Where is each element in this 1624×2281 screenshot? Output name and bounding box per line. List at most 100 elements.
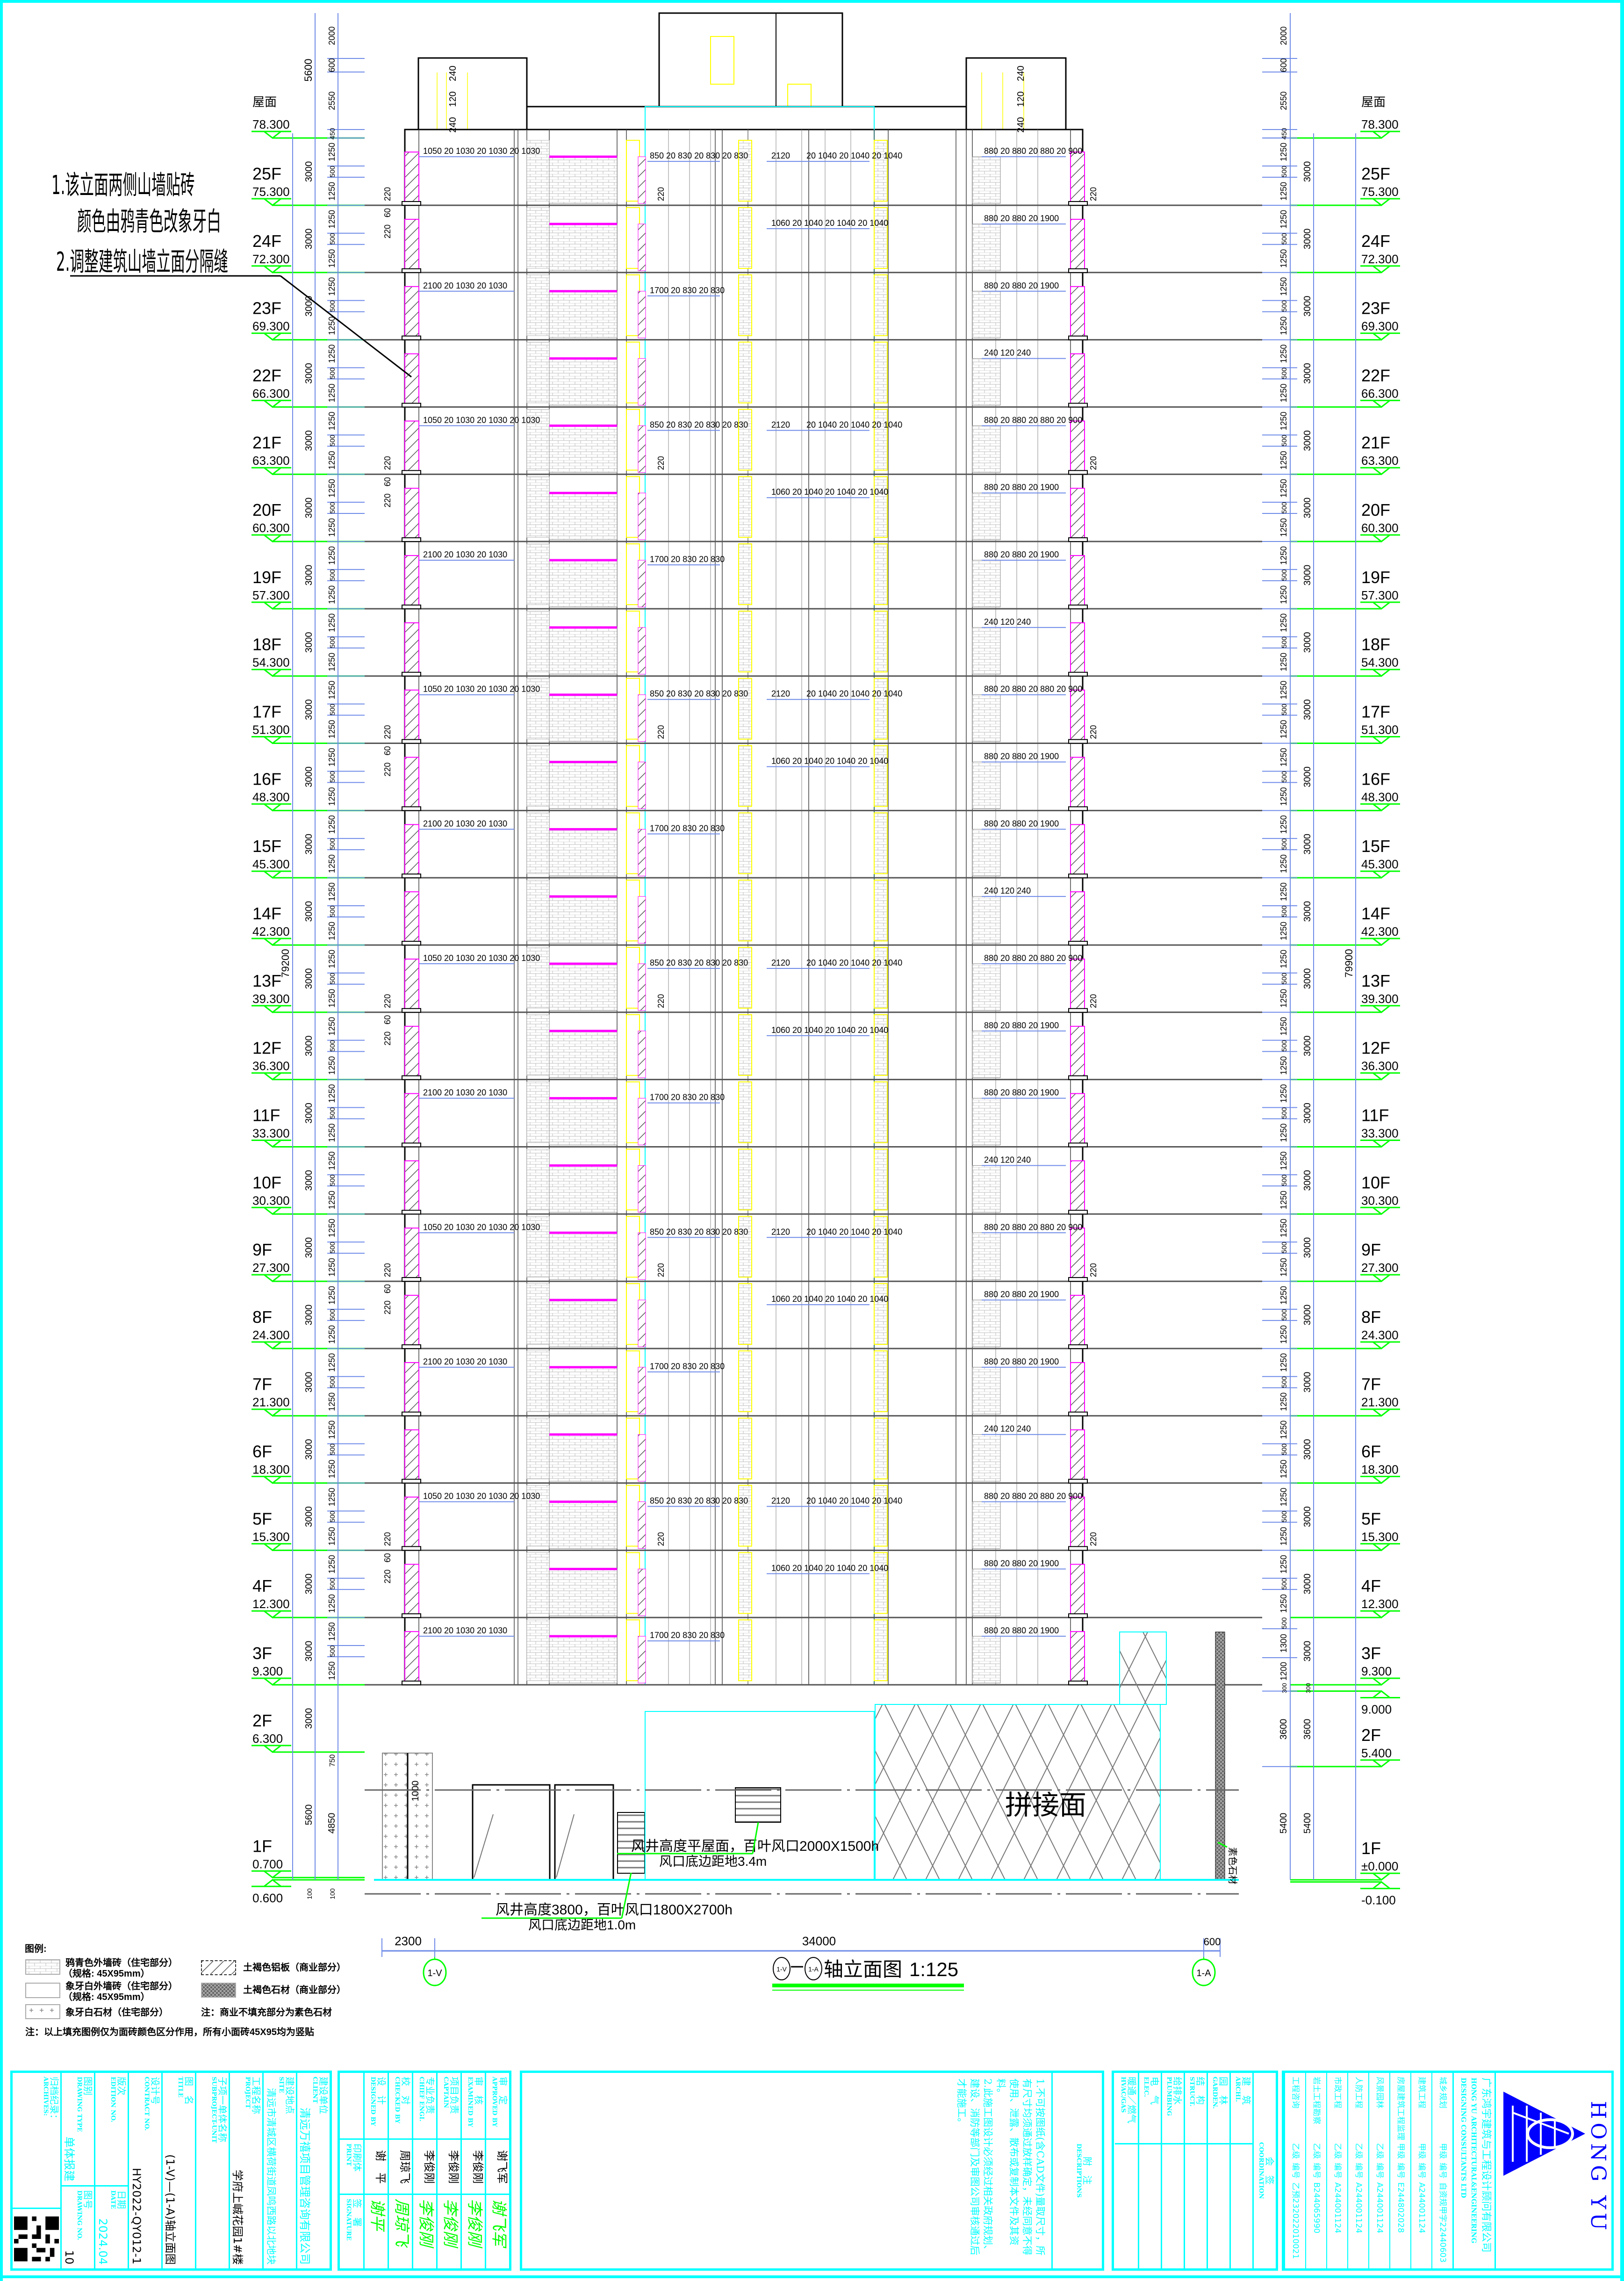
elevation-label: 66.300 (1361, 386, 1399, 400)
sub-dimension: 500 (1280, 905, 1288, 917)
brick-infill (972, 1434, 1001, 1482)
revision-note-2: 2.调整建筑山墙立面分隔缝 (56, 247, 229, 277)
level-marker (1360, 1543, 1400, 1552)
louver-vent-2 (735, 1787, 781, 1823)
floor-label: 24F (252, 231, 281, 251)
sub-dimension: 1250 (1279, 1555, 1288, 1574)
print-name: 李俊刚 (423, 2150, 436, 2184)
cell-label: 项目负责 (449, 2077, 460, 2114)
floor-height-dimension: 3000 (304, 1170, 314, 1191)
floor-height-dimension: 3000 (304, 229, 314, 250)
level-marker (1360, 130, 1400, 139)
small-dimension: 60 (383, 1284, 392, 1293)
window-dimension: 1700 20 830 20 830 (650, 1362, 725, 1371)
balcony-panel-left (404, 1025, 419, 1078)
top-dimension: 2550 (327, 91, 337, 110)
window-dimension: 1700 20 830 20 830 (650, 1631, 725, 1640)
window-dimension: 20 1040 20 1040 20 1040 (806, 420, 902, 429)
elevation-label: 75.300 (252, 185, 290, 199)
sub-dimension: 500 (329, 704, 337, 715)
site-value: 清远市清城区横荷街道凤鸣西路以北地块 (266, 2088, 277, 2265)
description-item: 2.此施工图设计必须经过相关政府规划、建设、消防等部门及审图公司审核通过后才能施… (956, 2079, 993, 2255)
sub-dimension: 500 (329, 435, 337, 447)
floor-label: 19F (1361, 568, 1390, 587)
balcony-panel-right (1070, 1160, 1085, 1213)
balcony-panel-right (1070, 958, 1085, 1011)
window-hatch (638, 896, 646, 944)
floor-height-dimension: 3000 (1302, 1574, 1313, 1595)
sub-dimension: 1250 (327, 383, 337, 402)
elevation-label: 24.300 (252, 1328, 290, 1342)
window-dimension: 880 20 880 20 1900 (984, 550, 1059, 559)
level-marker (252, 1206, 291, 1215)
qualification-row: 城乡规划甲级编号自资规甲字22440603 (1431, 2073, 1452, 2268)
sub-dimension: 500 (1280, 569, 1288, 581)
brick-column (526, 678, 550, 740)
balcony-panel-right (1070, 1362, 1085, 1415)
sub-dimension: 500 (1280, 838, 1288, 850)
balcony-panel-right (1070, 152, 1085, 204)
yellow-slat (738, 341, 752, 404)
podium-dimension: 5400 (1279, 1813, 1289, 1834)
signature-cell: 李俊刚 (413, 2194, 436, 2268)
elevation-label: 21.300 (252, 1395, 290, 1409)
vent-note-1: 风井高度3800，百叶风口1800X2700h (496, 1902, 733, 1918)
sub-dimension: 1250 (327, 1084, 337, 1103)
coordination-sign-cell (1185, 2143, 1207, 2268)
floor-label: 11F (1361, 1105, 1389, 1125)
small-dimension: 220 (383, 994, 392, 1008)
elevation-label: 33.300 (1361, 1126, 1399, 1140)
brick-infill (972, 156, 1001, 204)
balcony-panel-left (404, 1429, 419, 1482)
level-marker (252, 1476, 291, 1484)
balcony-panel-right (1070, 555, 1085, 608)
qualification-no-label: 编号 (1291, 2163, 1300, 2179)
small-dimension: 220 (1089, 994, 1098, 1008)
slab-edge (1068, 1210, 1088, 1215)
floor-label: 9F (252, 1240, 272, 1259)
slab-edge (1068, 1613, 1088, 1618)
level-marker (252, 1005, 291, 1013)
qualification-grade: 乙级 (1333, 2143, 1342, 2159)
qualification-row: 人防工程乙级编号A244001124 (1347, 2073, 1368, 2268)
sub-dimension: 1250 (327, 854, 337, 873)
brick-column (526, 1216, 550, 1278)
yellow-slat (738, 1485, 752, 1547)
slab-edge (402, 1210, 421, 1215)
level-marker (252, 736, 291, 744)
balcony-panel-right (1070, 488, 1085, 541)
window-dimension: 240 120 240 (984, 617, 1031, 627)
title-block-company: HONG YU 广东鸿宇建筑与工程设计顾问有限公司 HONG YU ARCHIT… (1282, 2071, 1614, 2271)
yellow-slat (626, 1485, 640, 1547)
company-name-cn: 广东鸿宇建筑与工程设计顾问有限公司 (1480, 2078, 1492, 2253)
sub-dimension: 1250 (1279, 1151, 1288, 1170)
yellow-slat (738, 1552, 752, 1614)
floor-height-dimension: 3000 (1302, 1103, 1313, 1124)
window-dimension: 2120 (771, 958, 790, 967)
cell-label-en: GARDEN. (1211, 2077, 1218, 2109)
level-marker (252, 265, 291, 274)
handwritten-signature: 周琼飞 (392, 2199, 411, 2246)
qualification-no: A244001124 (1375, 2182, 1384, 2233)
balcony-panel-right (1070, 420, 1085, 473)
elevation-label: 51.300 (252, 723, 290, 737)
brick-column (526, 1485, 550, 1547)
descriptions-body: 1.不可按图纸(含CAD文件)量取尺寸，所有尺寸均须通过放样确定，未经同意不得使… (522, 2073, 1051, 2268)
legend-title: 图例: (25, 1944, 47, 1954)
slab-edge (1068, 470, 1088, 475)
cell-label: 设 计 (376, 2077, 387, 2105)
qualification-field: 人防工程 (1354, 2077, 1363, 2108)
balcony-panel-right (1070, 1227, 1085, 1280)
brick-column (526, 1014, 550, 1076)
small-dimension: 220 (656, 1263, 666, 1277)
elevation-label: 15.300 (252, 1530, 290, 1544)
window-dimension: 880 20 880 20 1900 (984, 819, 1059, 828)
slab-edge (1068, 1411, 1088, 1416)
brick-infill (972, 896, 1001, 944)
frame-top (0, 0, 1624, 3)
sub-dimension: 1250 (327, 1487, 337, 1506)
sub-dimension: 1250 (327, 411, 337, 430)
